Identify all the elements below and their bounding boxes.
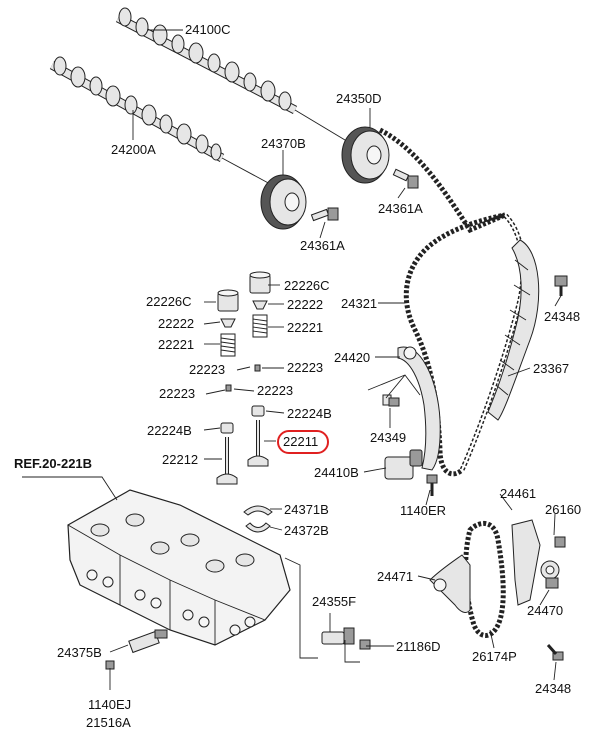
label-22223-3: 22223 [257, 383, 293, 398]
label-22224B-2: 22224B [147, 423, 192, 438]
valve-stem-seal-1[interactable] [251, 405, 265, 417]
label-22226C-1: 22226C [284, 278, 330, 293]
label-24350D: 24350D [336, 91, 382, 106]
bolt-24348-upper[interactable] [554, 275, 568, 296]
intake-valve[interactable] [216, 437, 238, 485]
label-24200A: 24200A [111, 142, 156, 157]
label-21516A: 21516A [86, 715, 131, 730]
label-22226C-2: 22226C [146, 294, 192, 309]
valve-stem-seal-2[interactable] [220, 422, 234, 434]
label-24471: 24471 [377, 569, 413, 584]
label-22212: 22212 [162, 452, 198, 467]
label-1140ER: 1140ER [400, 503, 446, 518]
valve-lifter-1[interactable] [249, 271, 271, 294]
label-24420: 24420 [334, 350, 370, 365]
tensioner-arm-left[interactable] [397, 346, 441, 471]
sprocket-bolt-exhaust[interactable] [392, 168, 419, 189]
cam-position-sensor[interactable] [321, 627, 355, 645]
label-22222-2: 22222 [158, 316, 194, 331]
valve-collet-1[interactable] [254, 364, 261, 372]
labels: 24100C 24200A 24350D 24370B 24361A 24361… [14, 22, 581, 730]
bolt-1140EJ[interactable] [105, 660, 115, 670]
label-24461: 24461 [500, 486, 536, 501]
camshaft-intake[interactable] [49, 56, 225, 162]
label-reference: REF.20-221B [14, 456, 92, 471]
label-22223-1: 22223 [287, 360, 323, 375]
bearing-upper[interactable] [243, 505, 273, 516]
label-24371B: 24371B [284, 502, 329, 517]
label-24349: 24349 [370, 430, 406, 445]
oil-pump-tensioner-arm[interactable] [511, 519, 541, 606]
label-24361A-2: 24361A [300, 238, 345, 253]
label-26160: 26160 [545, 502, 581, 517]
cam-sprocket-exhaust[interactable] [341, 126, 390, 184]
label-21186D: 21186D [396, 639, 441, 654]
bolt-1140ER[interactable] [426, 474, 438, 496]
label-22221-2: 22221 [158, 337, 194, 352]
chain-tensioner[interactable] [384, 449, 423, 480]
oil-pump-chain[interactable] [463, 521, 506, 638]
label-22221-1: 22221 [287, 320, 323, 335]
camshaft-exhaust[interactable] [115, 7, 298, 114]
label-24100C: 24100C [185, 22, 231, 37]
timing-chain-main[interactable] [378, 127, 526, 477]
valve-lifter-2[interactable] [217, 289, 239, 312]
oil-pump-tensioner[interactable] [540, 560, 560, 589]
label-26174P: 26174P [472, 649, 517, 664]
label-24375B: 24375B [57, 645, 102, 660]
label-22222-1: 22222 [287, 297, 323, 312]
bolt-21186D[interactable] [359, 639, 371, 650]
bolt-26160[interactable] [554, 536, 566, 548]
valve-spring-1[interactable] [252, 314, 268, 338]
exhaust-valve[interactable] [247, 420, 269, 467]
spring-retainer-2[interactable] [220, 318, 236, 328]
chain-guide-right[interactable] [487, 239, 540, 421]
leader-lines [22, 29, 563, 690]
bolt-24349[interactable] [382, 394, 400, 407]
valve-spring-2[interactable] [220, 333, 236, 357]
highlight-ring [277, 430, 329, 454]
label-24410B: 24410B [314, 465, 359, 480]
cylinder-head[interactable] [67, 489, 291, 646]
label-24361A-1: 24361A [378, 201, 423, 216]
label-24372B: 24372B [284, 523, 329, 538]
spring-retainer-1[interactable] [252, 300, 268, 310]
label-24355F: 24355F [312, 594, 356, 609]
label-1140EJ: 1140EJ [88, 697, 131, 712]
sprocket-bolt-intake[interactable] [310, 207, 339, 222]
label-23367: 23367 [533, 361, 569, 376]
label-22211: 22211 [283, 434, 318, 449]
valve-collet-2[interactable] [225, 384, 232, 392]
label-22224B-1: 22224B [287, 406, 332, 421]
label-24348-1: 24348 [544, 309, 580, 324]
bolt-24348-lower[interactable] [546, 644, 564, 661]
bearing-lower[interactable] [245, 522, 271, 533]
label-22223-4: 22223 [159, 386, 195, 401]
label-24321: 24321 [341, 296, 377, 311]
label-22223-2: 22223 [189, 362, 225, 377]
oil-pump-chain-guide[interactable] [429, 554, 471, 613]
cam-sprocket-intake[interactable] [260, 174, 307, 230]
ocv-valve[interactable] [128, 629, 168, 654]
label-24348-2: 24348 [535, 681, 571, 696]
label-24370B: 24370B [261, 136, 306, 151]
label-24470: 24470 [527, 603, 563, 618]
